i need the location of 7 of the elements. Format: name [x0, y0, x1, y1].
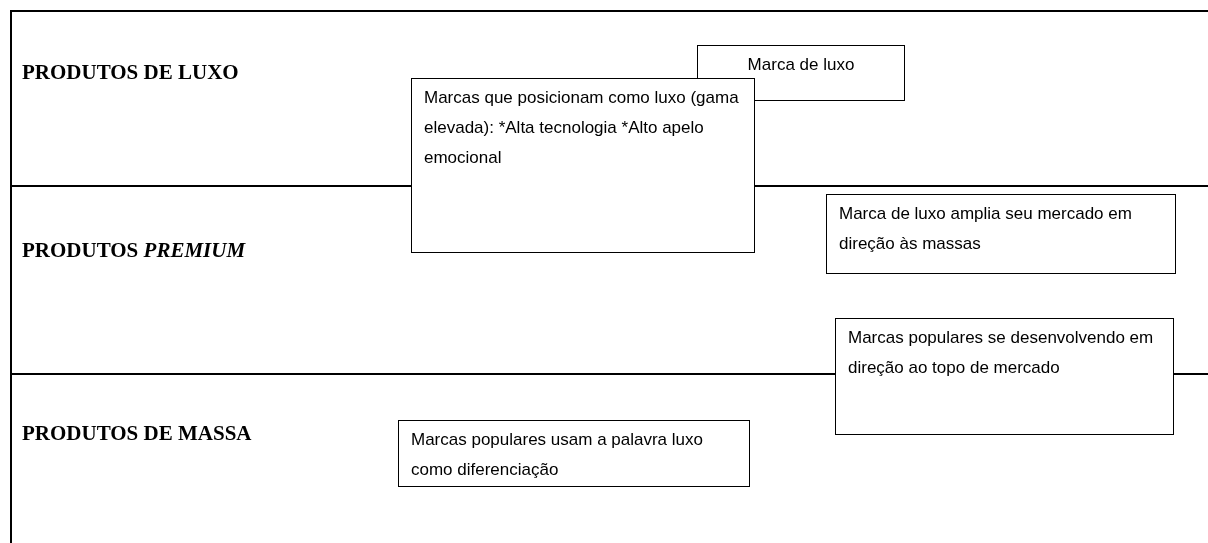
tier-heading: PRODUTOS PREMIUM	[22, 238, 246, 263]
text-box: Marcas populares usam a palavra luxo como diferenciação	[398, 420, 750, 487]
text-box: Marcas populares se desenvolvendo em direção ao topo de mercado	[835, 318, 1174, 435]
text-box: Marca de luxo amplia seu mercado em direção às massas	[826, 194, 1176, 274]
tier-heading: PRODUTOS DE LUXO	[22, 60, 239, 85]
tier-heading: PRODUTOS DE MASSA	[22, 421, 252, 446]
text-box: Marcas que posicionam como luxo (gama elevada): *Alta tecnologia *Alto apelo emocional	[411, 78, 755, 253]
